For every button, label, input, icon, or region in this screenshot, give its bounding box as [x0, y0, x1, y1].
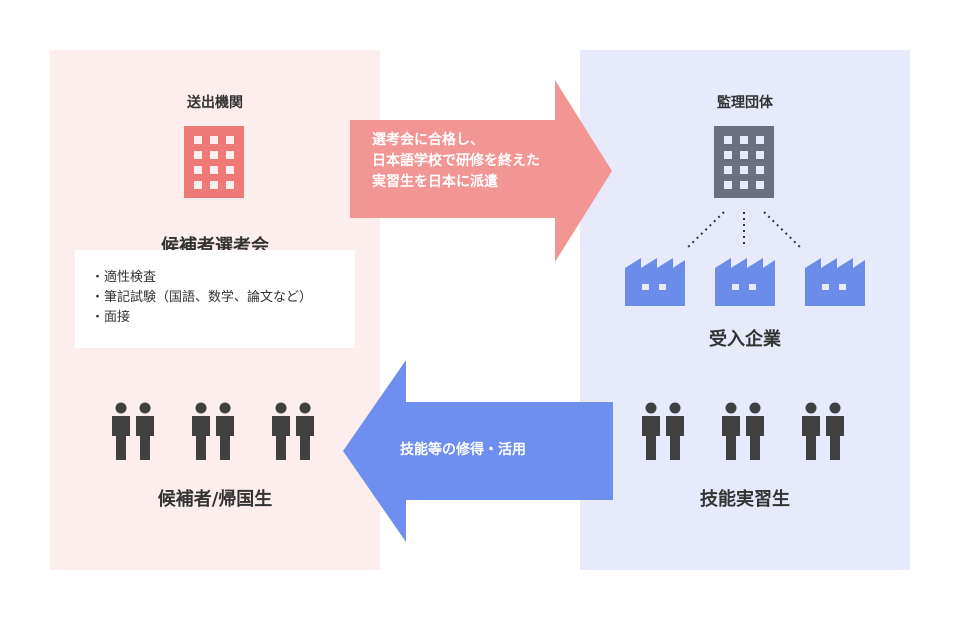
person-pair-icon	[110, 402, 156, 462]
building-icon	[714, 126, 774, 198]
sending-org-title: 送出機関	[187, 95, 243, 111]
dispatch-text-line: 日本語学校で研修を終えた	[372, 153, 540, 169]
arrow-left-icon	[343, 360, 613, 542]
person-pair-icon	[720, 402, 766, 462]
factory-icon	[805, 256, 865, 306]
connector-lines	[580, 200, 910, 260]
technical-interns-label: 技能実習生	[700, 489, 790, 510]
arrow-right-icon	[350, 80, 612, 262]
dispatch-arrow-text: 選考会に合格し、 日本語学校で研修を終えた 実習生を日本に派遣	[372, 130, 540, 193]
selection-criteria-box: ・適性検査 ・筆記試験（国語、数学、論文など） ・面接	[75, 250, 355, 348]
supervising-org-title: 監理団体	[717, 95, 773, 111]
person-pair-icon	[190, 402, 236, 462]
dispatch-text-line: 選考会に合格し、	[372, 132, 484, 148]
person-pair-icon	[270, 402, 316, 462]
person-pair-icon	[640, 402, 686, 462]
dispatch-text-line: 実習生を日本に派遣	[372, 174, 498, 190]
criteria-item-written-exam: ・筆記試験（国語、数学、論文など）	[91, 290, 313, 305]
factory-icon	[715, 256, 775, 306]
building-icon	[184, 126, 244, 198]
person-pair-icon	[800, 402, 846, 462]
skill-application-arrow-text: 技能等の修得・活用	[400, 442, 526, 458]
host-companies-label: 受入企業	[709, 329, 781, 350]
factory-icon	[625, 256, 685, 306]
candidates-returnees-label: 候補者/帰国生	[157, 489, 273, 510]
criteria-item-interview: ・面接	[91, 310, 131, 325]
criteria-item-aptitude: ・適性検査	[91, 270, 157, 285]
